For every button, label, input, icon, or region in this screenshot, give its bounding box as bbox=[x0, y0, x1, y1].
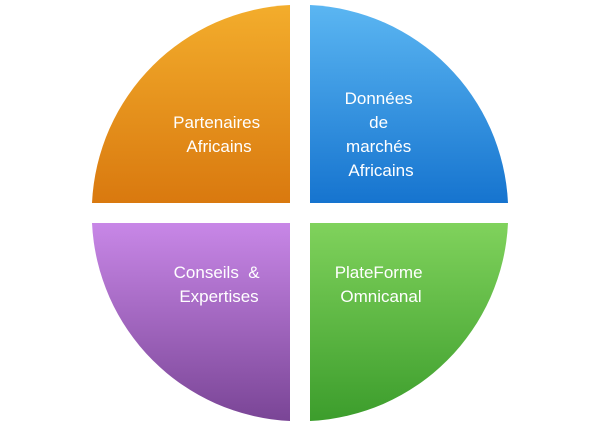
label-plateforme-omnicanal: PlateForme Omnicanal bbox=[335, 263, 428, 306]
quadrant-bottom-left bbox=[92, 223, 290, 421]
quadrant-top-left bbox=[92, 5, 290, 203]
quadrant-bottom-right bbox=[310, 223, 508, 421]
label-partenaires-africains: Partenaires Africains bbox=[173, 113, 265, 156]
label-conseils-expertises: Conseils & Expertises bbox=[174, 263, 265, 306]
label-donnees-marches-africains: Données de marchés Africains bbox=[345, 89, 418, 180]
quadrant-top-right bbox=[310, 5, 508, 203]
